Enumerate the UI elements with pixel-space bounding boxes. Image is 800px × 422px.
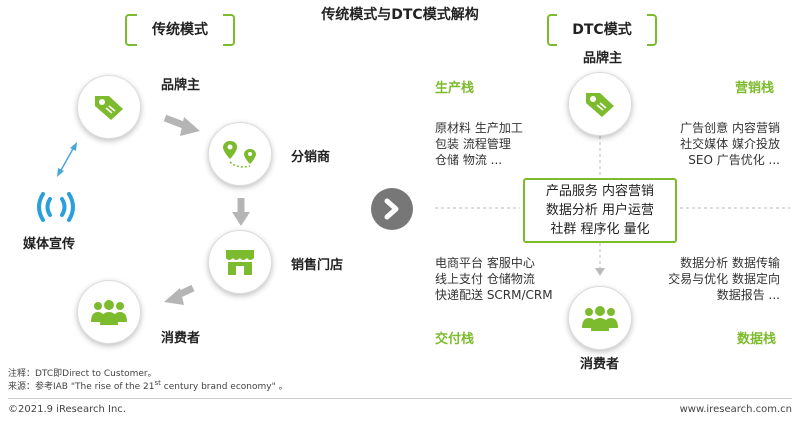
storefront-icon bbox=[226, 250, 254, 275]
marketing-item-3: SEO 广告优化 ... bbox=[688, 153, 780, 167]
center-line-2: 数据分析 用户运营 bbox=[545, 203, 655, 218]
dtc-consumer-node bbox=[568, 286, 632, 350]
marketing-stack-items: 广告创意 内容营销 社交媒体 媒介投放 SEO 广告优化 ... bbox=[680, 120, 780, 168]
marketing-item-2: 社交媒体 媒介投放 bbox=[680, 137, 780, 151]
dtc-guides bbox=[435, 130, 790, 276]
traditional-store-label: 销售门店 bbox=[291, 258, 344, 273]
dtc-brand-node bbox=[568, 72, 632, 136]
footer-copyright: ©2021.9 iResearch Inc. bbox=[8, 404, 126, 415]
note-source-pre: 来源：参考IAB "The rise of the 21 bbox=[8, 382, 155, 392]
dtc-guide-arrowhead bbox=[595, 268, 605, 276]
traditional-brand-node bbox=[77, 75, 141, 139]
dtc-center-box: 产品服务 内容营销 数据分析 用户运营 社群 程序化 量化 bbox=[523, 178, 677, 243]
delivery-stack-items: 电商平台 客服中心 线上支付 仓储物流 快递配送 SCRM/CRM bbox=[435, 255, 553, 303]
data-item-1: 数据分析 数据传输 bbox=[680, 256, 780, 270]
note-source-post: century brand economy" 。 bbox=[160, 382, 288, 392]
arrow-media-brand bbox=[59, 146, 75, 173]
traditional-brand-label: 品牌主 bbox=[161, 78, 201, 93]
arrowhead-store bbox=[232, 212, 250, 226]
footer-divider bbox=[8, 398, 792, 399]
marketing-item-1: 广告创意 内容营销 bbox=[680, 121, 780, 135]
production-item-3: 仓储 物流 ... bbox=[435, 153, 503, 167]
traditional-consumer-node bbox=[77, 280, 141, 344]
traditional-distributor-label: 分销商 bbox=[291, 150, 331, 165]
footer-website: www.iresearch.com.cn bbox=[679, 404, 792, 415]
arrowhead-consumer bbox=[164, 288, 184, 305]
data-item-3: 数据报告 ... bbox=[716, 288, 780, 302]
marketing-stack-title: 营销栈 bbox=[735, 81, 775, 96]
delivery-item-1: 电商平台 客服中心 bbox=[435, 256, 535, 270]
chevron-right-icon bbox=[384, 198, 399, 220]
traditional-distributor-node bbox=[208, 122, 272, 186]
traditional-media-label: 媒体宣传 bbox=[23, 237, 76, 252]
traditional-consumer-label: 消费者 bbox=[161, 331, 201, 346]
price-tag-icon bbox=[586, 93, 614, 117]
delivery-item-2: 线上支付 仓储物流 bbox=[435, 272, 535, 286]
dtc-header: DTC模式 bbox=[557, 14, 647, 46]
note-definition: 注释：DTC即Direct to Customer。 bbox=[8, 369, 157, 379]
production-item-1: 原材料 生产加工 bbox=[435, 121, 523, 135]
data-item-2: 交易与优化 数据定向 bbox=[668, 272, 780, 286]
delivery-stack-title: 交付栈 bbox=[435, 332, 475, 347]
production-stack-items: 原材料 生产加工 包装 流程管理 仓储 物流 ... bbox=[435, 120, 523, 168]
delivery-item-3: 快递配送 SCRM/CRM bbox=[435, 288, 553, 302]
users-icon bbox=[91, 300, 127, 325]
data-stack-items: 数据分析 数据传输 交易与优化 数据定向 数据报告 ... bbox=[668, 255, 780, 303]
traditional-store-node bbox=[208, 230, 272, 294]
traditional-arrows bbox=[57, 114, 250, 305]
arrowhead-media-brand-bottom bbox=[57, 168, 64, 177]
price-tag-icon bbox=[95, 96, 123, 120]
production-item-2: 包装 流程管理 bbox=[435, 137, 511, 151]
center-line-3: 社群 程序化 量化 bbox=[550, 222, 650, 237]
dtc-consumer-label: 消费者 bbox=[580, 357, 620, 372]
note-source-sup: st bbox=[154, 379, 161, 387]
dtc-brand-label: 品牌主 bbox=[583, 51, 623, 66]
transition-arrow bbox=[371, 188, 413, 230]
arrowhead-distributor bbox=[180, 117, 200, 136]
page-title: 传统模式与DTC模式解构 bbox=[321, 7, 479, 23]
arrowhead-media-brand-top bbox=[70, 142, 77, 151]
map-route-icon bbox=[223, 141, 256, 168]
data-stack-title: 数据栈 bbox=[737, 332, 777, 347]
traditional-header: 传统模式 bbox=[137, 14, 223, 46]
note-source: 来源：参考IAB "The rise of the 21st century b… bbox=[8, 379, 288, 392]
center-line-1: 产品服务 内容营销 bbox=[545, 184, 655, 199]
users-icon bbox=[582, 306, 618, 331]
production-stack-title: 生产栈 bbox=[435, 81, 475, 96]
broadcast-icon bbox=[37, 192, 75, 222]
